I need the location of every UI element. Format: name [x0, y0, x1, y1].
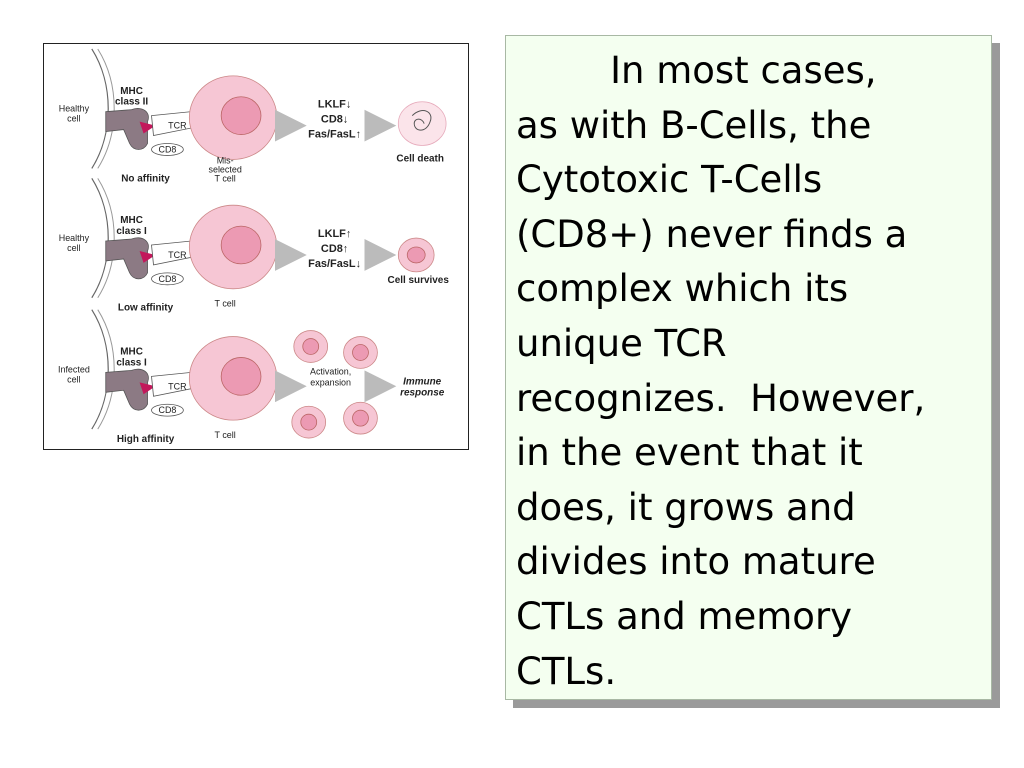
- apoptotic-fragment: [411, 110, 432, 131]
- text-line: does, it grows and: [516, 485, 856, 529]
- text-line: Cytotoxic T-Cells: [516, 158, 823, 202]
- cell-membrane: [97, 48, 115, 169]
- tcr-label: TCR: [168, 250, 187, 260]
- peptide-shape: [139, 382, 156, 395]
- mhc-molecule: [105, 108, 149, 150]
- cd8-label: CD8: [158, 144, 176, 154]
- cd8-receptor: [151, 143, 184, 156]
- text-line: In most cases,: [516, 49, 877, 92]
- peptide-shape: [139, 250, 156, 263]
- marker-label: CD8↓: [321, 114, 348, 126]
- cd8-receptor: [151, 403, 184, 417]
- cell-membrane: [91, 309, 109, 430]
- t-cell-label: T cell: [215, 299, 236, 309]
- text-line: complex which its: [516, 267, 849, 311]
- marker-label: LKLF↑: [318, 228, 351, 240]
- text-line: CTLs and memory: [516, 594, 853, 638]
- cell-membrane: [97, 309, 115, 430]
- tcr-label: TCR: [168, 381, 187, 391]
- expanded-cell-nucleus: [352, 409, 369, 427]
- text-line: divides into mature: [516, 540, 876, 584]
- expanded-cell-nucleus: [300, 413, 318, 431]
- marker-label: Fas/FasL↓: [308, 258, 361, 270]
- text-line: as with B-Cells, the: [516, 103, 872, 147]
- affinity-label: Low affinity: [118, 303, 174, 314]
- expanded-cell-nucleus: [352, 344, 369, 361]
- marker-label: LKLF↓: [318, 99, 351, 111]
- text-line: unique TCR: [516, 321, 727, 365]
- cd8-label: CD8: [158, 405, 176, 415]
- cell-membrane: [97, 178, 115, 299]
- t-cell-nucleus: [220, 96, 262, 135]
- outcome-label: Cell death: [396, 153, 443, 164]
- text-line: recognizes. However,: [516, 376, 926, 420]
- text-line: (CD8+) never finds a: [516, 212, 908, 256]
- tcr-label: TCR: [168, 121, 187, 131]
- marker-label: Fas/FasL↑: [308, 129, 361, 141]
- text-line: CTLs.: [516, 649, 617, 693]
- expanded-cell-nucleus: [302, 338, 320, 355]
- t-cell-nucleus: [220, 357, 262, 396]
- marker-label: CD8↑: [321, 243, 348, 255]
- cell-membrane: [91, 48, 109, 169]
- surviving-cell-nucleus: [406, 246, 426, 264]
- t-cell-nucleus: [220, 225, 262, 265]
- cell-membrane: [91, 178, 109, 299]
- outcome-label: Cell survives: [388, 275, 450, 286]
- marker-label: Activation,: [310, 366, 351, 376]
- text-line: in the event that it: [516, 431, 863, 475]
- t-cell-label: T cell: [215, 430, 236, 440]
- affinity-label: No affinity: [121, 173, 170, 184]
- cd8-receptor: [151, 272, 184, 286]
- marker-label: expansion: [310, 377, 351, 387]
- dying-cell: [397, 101, 447, 146]
- affinity-label: High affinity: [117, 434, 175, 445]
- mhc-molecule: [105, 237, 149, 280]
- mhc-molecule: [105, 368, 149, 411]
- cd8-label: CD8: [158, 274, 176, 284]
- peptide-shape: [139, 121, 156, 134]
